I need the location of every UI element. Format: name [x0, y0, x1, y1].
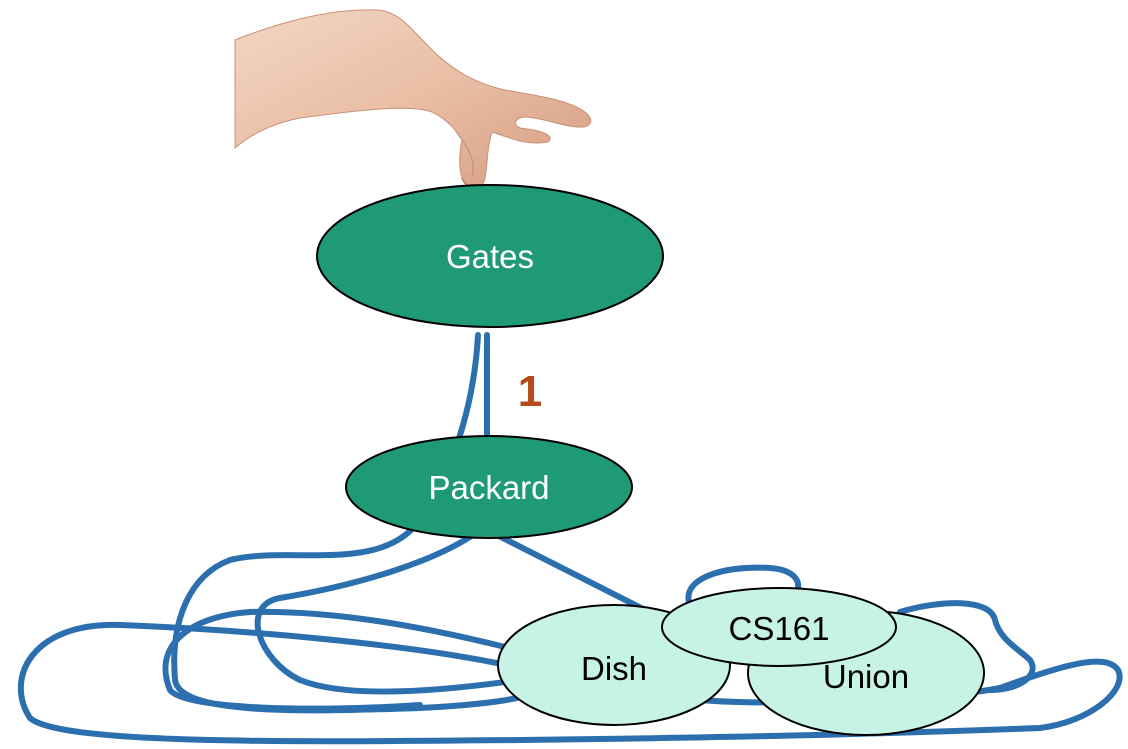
edge-loop-left-2: [162, 608, 528, 712]
edge-packard-loop: [254, 527, 523, 695]
node-gates-label: Gates: [446, 238, 534, 275]
hand-icon: [234, 9, 592, 189]
node-packard-label: Packard: [428, 469, 549, 506]
edge-union-right: [897, 600, 1036, 693]
node-union-label: Union: [823, 658, 909, 695]
node-packard: Packard: [345, 435, 633, 539]
edge-cs161-loop: [685, 564, 802, 608]
node-cs161-label: CS161: [729, 610, 830, 647]
node-dish-label: Dish: [581, 650, 647, 687]
edge-weight-label: 1: [518, 367, 542, 416]
node-gates: Gates: [316, 184, 664, 328]
node-cs161: CS161: [661, 587, 897, 667]
edge-loop-left: [17, 621, 1123, 745]
